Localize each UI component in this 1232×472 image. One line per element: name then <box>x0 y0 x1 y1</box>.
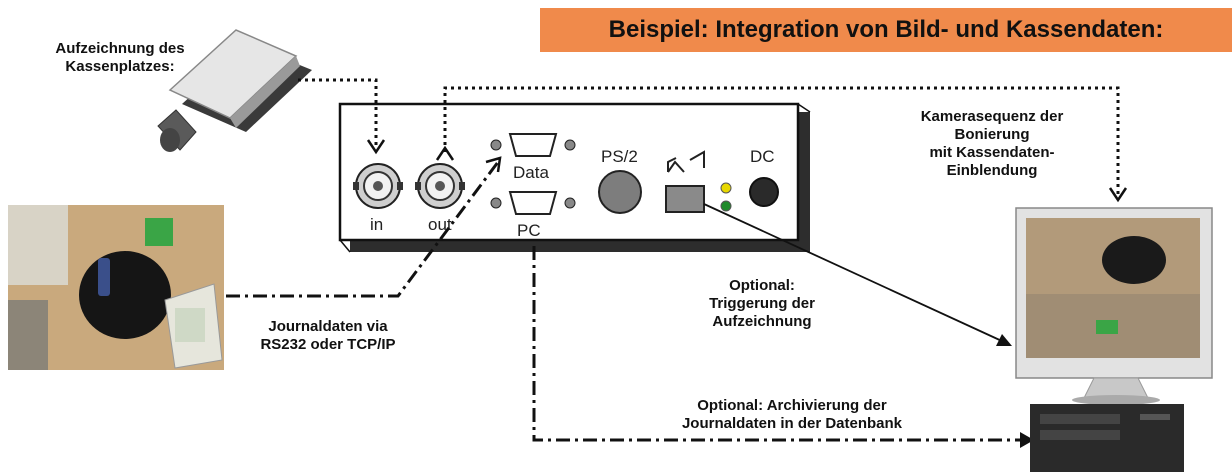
journal-connector <box>226 161 500 298</box>
video-out-connector <box>443 86 1120 195</box>
recording-label-line: Kassenplatzes: <box>65 58 175 75</box>
camera-label-line: Einblendung <box>946 162 1038 179</box>
ps2-port <box>598 170 642 214</box>
archive-connector <box>532 246 1020 442</box>
banner-title: Beispiel: Integration von Bild- und Kass… <box>608 16 1164 43</box>
device-box <box>338 102 811 253</box>
trigger-connector <box>703 203 1005 343</box>
title-banner: Beispiel: Integration von Bild- und Kass… <box>540 8 1232 52</box>
trigger-label: Optional: Triggerung der Aufzeichnung <box>672 277 852 331</box>
video-in-connector <box>298 78 378 148</box>
archive-label-line: Journaldaten in der Datenbank <box>681 415 903 432</box>
port-label-in: in <box>370 215 383 234</box>
trigger-label-line: Aufzeichnung <box>712 313 812 330</box>
camera-label-line: Kamerasequenz der <box>920 108 1064 125</box>
archive-label: Optional: Archivierung der Journaldaten … <box>612 397 972 433</box>
port-label-pc: PC <box>517 221 541 240</box>
port-label-dc: DC <box>750 147 775 166</box>
relay-icon <box>667 150 705 173</box>
recording-label-line: Aufzeichnung des <box>55 40 185 57</box>
port-label-out: out <box>428 215 452 234</box>
db9-data-port <box>490 133 576 157</box>
trigger-label-line: Optional: <box>729 277 795 294</box>
pos-photo <box>8 205 224 370</box>
port-label-ps2: PS/2 <box>601 147 638 166</box>
trigger-label-line: Triggerung der <box>709 295 815 312</box>
camera-sequence-label: Kamerasequenz der Bonierung mit Kassenda… <box>882 108 1102 180</box>
journal-label-line: Journaldaten via <box>268 318 388 335</box>
led-yellow <box>720 182 732 194</box>
camera-icon <box>157 29 312 152</box>
pc-tower-icon <box>1030 404 1184 472</box>
recording-label: Aufzeichnung des Kassenplatzes: <box>20 40 220 76</box>
dc-port <box>749 177 779 207</box>
led-green <box>720 200 732 212</box>
camera-label-line: mit Kassendaten- <box>929 144 1055 161</box>
bnc-in-port <box>353 163 403 209</box>
camera-label-line: Bonierung <box>954 126 1030 143</box>
monitor-icon <box>1015 207 1213 405</box>
archive-label-line: Optional: Archivierung der <box>697 397 887 414</box>
port-label-data: Data <box>513 163 549 182</box>
journal-label-line: RS232 oder TCP/IP <box>260 336 396 353</box>
journal-label: Journaldaten via RS232 oder TCP/IP <box>238 318 418 354</box>
db9-pc-port <box>490 191 576 215</box>
bnc-out-port <box>415 163 465 209</box>
relay-terminal <box>665 185 705 213</box>
